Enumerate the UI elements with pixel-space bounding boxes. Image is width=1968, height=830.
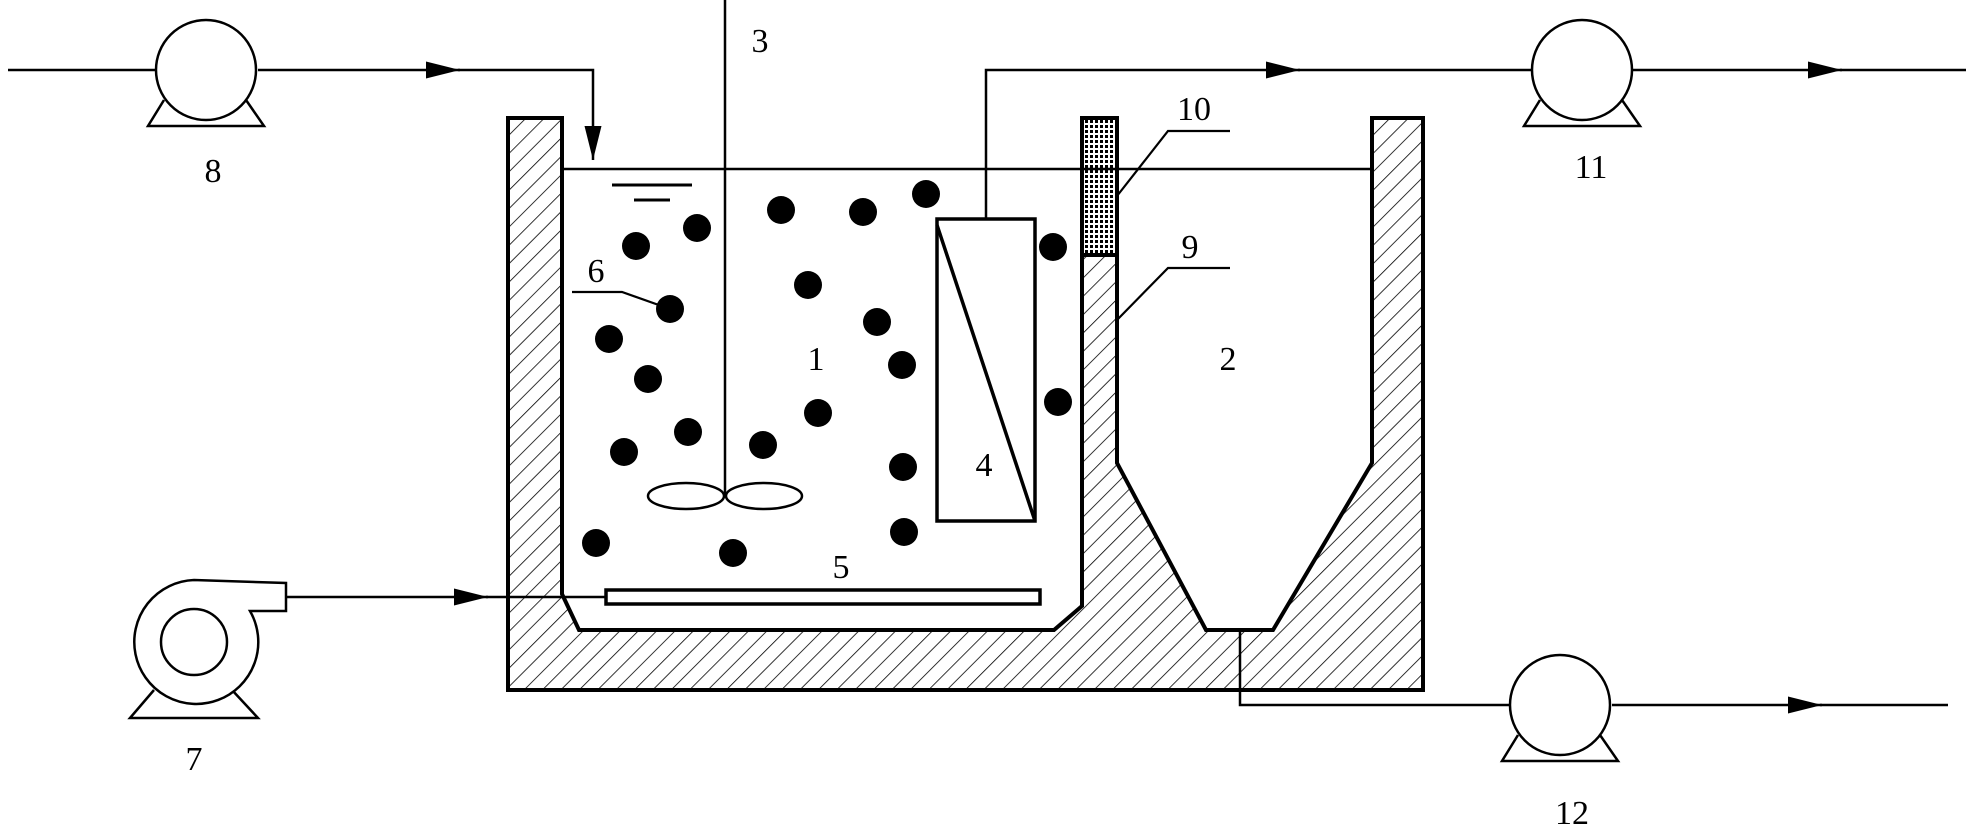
carrier-particles	[582, 180, 1072, 567]
carrier-particle	[610, 438, 638, 466]
carrier-particle	[595, 325, 623, 353]
label-screen: 10	[1177, 91, 1211, 128]
carrier-particle	[1039, 233, 1067, 261]
carrier-particle	[683, 214, 711, 242]
label-sludge-pump: 12	[1555, 795, 1589, 830]
effluent-pump-icon	[1521, 18, 1643, 128]
leader-lines	[572, 129, 1230, 321]
carrier-particle	[849, 198, 877, 226]
feed-pipe-down	[458, 68, 602, 160]
carrier-particle	[582, 529, 610, 557]
pipes	[8, 61, 1966, 714]
aerator	[604, 588, 1042, 606]
sludge-pipe	[1238, 630, 1510, 707]
membrane-module	[935, 217, 1037, 523]
stirrer	[646, 0, 804, 511]
carrier-particle	[767, 196, 795, 224]
feed-pump-icon	[145, 18, 267, 128]
label-blower: 7	[186, 741, 203, 778]
carrier-particle	[749, 431, 777, 459]
tank-wall	[506, 116, 1425, 692]
carrier-particle	[890, 518, 918, 546]
carrier-particle	[674, 418, 702, 446]
tank-outer-wall	[506, 116, 1425, 692]
carrier-particle	[1044, 388, 1072, 416]
carrier-particle	[804, 399, 832, 427]
label-baffle-wall: 9	[1182, 229, 1199, 266]
label-reactor-zone: 1	[808, 341, 825, 378]
label-carrier-particle: 6	[588, 253, 605, 290]
carrier-particle	[889, 453, 917, 481]
carrier-particle	[863, 308, 891, 336]
carrier-particle	[794, 271, 822, 299]
label-aerator: 5	[833, 549, 850, 586]
label-membrane-module: 4	[976, 447, 993, 484]
screen	[1080, 116, 1119, 257]
leader-line-9	[1116, 266, 1230, 321]
carrier-particle	[634, 365, 662, 393]
carrier-particle	[912, 180, 940, 208]
blower-icon	[127, 578, 288, 720]
label-stirrer: 3	[752, 23, 769, 60]
stirrer-blade-left	[646, 481, 726, 511]
carrier-particle	[719, 539, 747, 567]
label-feed-pump: 8	[205, 153, 222, 190]
carrier-particle	[888, 351, 916, 379]
stirrer-blade-right	[724, 481, 804, 511]
label-effluent-pump: 11	[1575, 149, 1608, 186]
carrier-particle	[622, 232, 650, 260]
leader-line-6	[572, 290, 671, 311]
permeate-pipe	[984, 61, 1300, 219]
sludge-pump-icon	[1499, 653, 1621, 763]
label-settling-zone: 2	[1220, 341, 1237, 378]
leader-line-10	[1116, 129, 1230, 197]
